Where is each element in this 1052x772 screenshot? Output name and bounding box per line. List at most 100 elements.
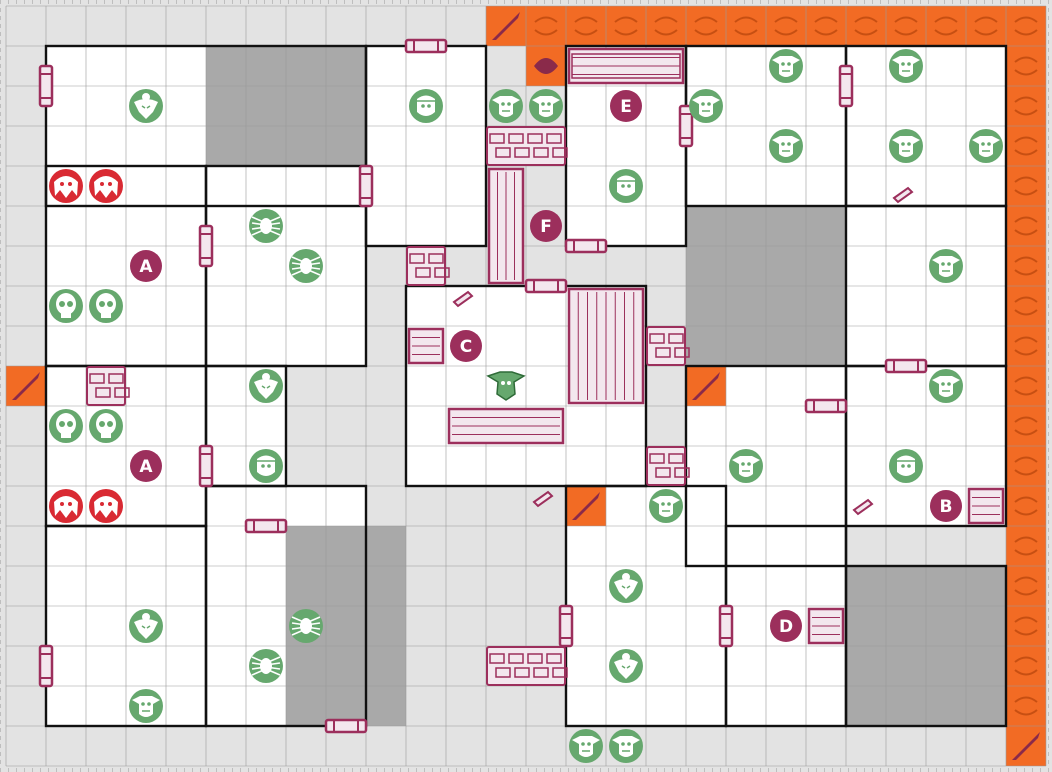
skull-monster-token[interactable] <box>49 409 83 443</box>
door[interactable] <box>244 518 288 534</box>
spider-leg <box>265 656 281 664</box>
eye <box>987 142 991 146</box>
skull-jaw <box>61 313 71 318</box>
skull-jaw <box>101 313 111 318</box>
goblin-monster-token[interactable] <box>569 729 603 763</box>
zombie-monster-token[interactable] <box>889 449 923 483</box>
door[interactable] <box>884 358 928 374</box>
door[interactable] <box>358 164 374 208</box>
eye <box>907 142 911 146</box>
rubble-stone <box>489 133 505 144</box>
skull-monster-token[interactable] <box>49 289 83 323</box>
goblin-archer-monster-token[interactable] <box>409 89 443 123</box>
goblin-monster-token[interactable] <box>769 49 803 83</box>
rubble-block <box>486 126 566 166</box>
goblin-monster-token[interactable] <box>929 369 963 403</box>
door[interactable] <box>558 604 574 648</box>
eye <box>501 381 505 385</box>
goblin-monster-token[interactable] <box>129 689 163 723</box>
hazard-symbol-icon <box>894 16 918 36</box>
spider-monster-token[interactable] <box>249 209 283 243</box>
skull-jaw <box>101 433 111 438</box>
door[interactable] <box>324 718 368 734</box>
door[interactable] <box>838 64 854 108</box>
orc-chieftain-monster-token[interactable] <box>609 649 643 683</box>
goblin-monster-token[interactable] <box>889 49 923 83</box>
rubble-stone <box>514 667 530 678</box>
orc-monster-token[interactable] <box>929 249 963 283</box>
door[interactable] <box>564 238 608 254</box>
marker-d[interactable]: D <box>770 610 802 642</box>
marker-label: F <box>540 217 552 237</box>
eye <box>581 742 585 746</box>
marker-f[interactable]: F <box>530 210 562 242</box>
orc-chieftain-monster-token[interactable] <box>249 369 283 403</box>
marker-a[interactable]: A <box>130 450 162 482</box>
goblin-monster-token[interactable] <box>529 89 563 123</box>
spider-leg <box>305 262 321 266</box>
goblin-archer-monster-token[interactable] <box>249 449 283 483</box>
rubble-stone <box>428 253 444 264</box>
goblin-monster-token[interactable] <box>969 129 1003 163</box>
spider-leg <box>305 622 321 626</box>
warlord-head <box>486 371 526 401</box>
elf-head <box>94 176 118 198</box>
goblin-head <box>892 136 920 157</box>
bookcase-shelf <box>571 53 681 79</box>
door[interactable] <box>198 444 214 488</box>
skull-monster-token[interactable] <box>89 289 123 323</box>
axe-icon <box>534 58 558 74</box>
goblin-monster-token[interactable] <box>649 489 683 523</box>
goblin-head <box>532 96 560 117</box>
hazard-symbol-icon <box>1014 696 1038 716</box>
elf-hero-token[interactable] <box>89 169 123 203</box>
rubble-stone <box>108 373 124 384</box>
door[interactable] <box>678 104 694 148</box>
marker-e[interactable]: E <box>610 90 642 122</box>
dwarf-hero-token[interactable] <box>49 489 83 523</box>
orc-chieftain-monster-token[interactable] <box>609 569 643 603</box>
spider-leg <box>265 216 281 224</box>
spider-monster-token[interactable] <box>249 649 283 683</box>
eye <box>261 464 265 468</box>
goblin-monster-token[interactable] <box>609 729 643 763</box>
rubble-stone <box>674 347 690 358</box>
door[interactable] <box>718 604 734 648</box>
door[interactable] <box>38 64 54 108</box>
rubble-stone <box>527 133 543 144</box>
helmet-crest <box>142 93 150 101</box>
hazard-symbol-icon <box>574 16 598 36</box>
door[interactable] <box>524 278 568 294</box>
spider-monster-token[interactable] <box>289 609 323 643</box>
wizard-hero-token[interactable] <box>89 489 123 523</box>
spider-leg <box>291 268 307 276</box>
orc-chieftain-monster-token[interactable] <box>129 609 163 643</box>
door[interactable] <box>198 224 214 268</box>
goblin-monster-token[interactable] <box>489 89 523 123</box>
goblin-monster-token[interactable] <box>689 89 723 123</box>
goblin-monster-token[interactable] <box>729 449 763 483</box>
hazard-symbol-icon <box>934 16 958 36</box>
door[interactable] <box>38 644 54 688</box>
marker-c[interactable]: C <box>450 330 482 362</box>
spider-monster-token[interactable] <box>289 249 323 283</box>
goblin-monster-token[interactable] <box>769 129 803 163</box>
door[interactable] <box>804 398 848 414</box>
orc-chieftain-monster-token[interactable] <box>129 89 163 123</box>
skull-eye <box>59 421 65 427</box>
goblin-head <box>572 736 600 757</box>
marker-b[interactable]: B <box>930 490 962 522</box>
warlord-monster-token[interactable] <box>486 371 526 401</box>
spider-leg <box>265 226 281 230</box>
zombie-monster-token[interactable] <box>609 169 643 203</box>
marker-a[interactable]: A <box>130 250 162 282</box>
eye <box>981 142 985 146</box>
figures-layer <box>49 49 1003 763</box>
barbarian-hero-token[interactable] <box>49 169 83 203</box>
rubble-stone <box>89 373 105 384</box>
goblin-monster-token[interactable] <box>889 129 923 163</box>
skull-shape <box>96 293 116 315</box>
skull-monster-token[interactable] <box>89 409 123 443</box>
eye <box>627 184 631 188</box>
door[interactable] <box>404 38 448 54</box>
